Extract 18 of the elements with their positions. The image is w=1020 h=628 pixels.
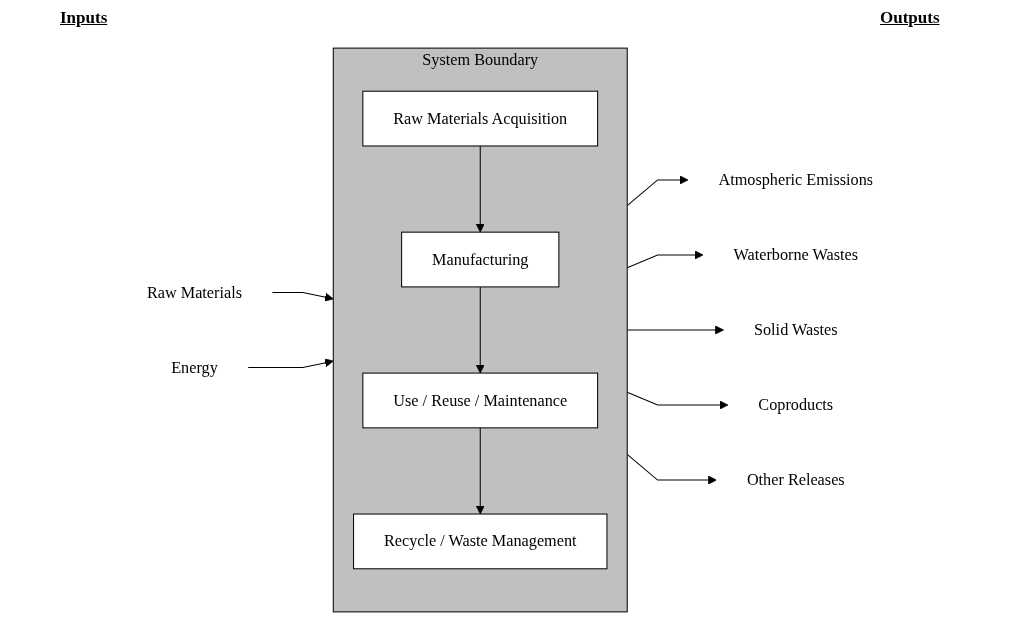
arrow bbox=[247, 358, 334, 369]
node-box: Use / Reuse / Maintenance bbox=[362, 372, 599, 429]
node-text: Coproducts bbox=[758, 395, 834, 414]
arrow bbox=[475, 145, 485, 233]
column-heading: Outputs bbox=[880, 8, 940, 28]
node-text: Other Releases bbox=[746, 470, 845, 489]
arrow bbox=[271, 291, 334, 302]
column-heading: Inputs bbox=[60, 8, 108, 28]
node-text: Atmospheric Emissions bbox=[718, 170, 874, 189]
node-text: Raw Materials bbox=[146, 283, 243, 301]
node-text: Solid Wastes bbox=[753, 320, 838, 339]
arrow bbox=[475, 286, 485, 374]
node-text: Waterborne Wastes bbox=[733, 245, 859, 264]
arrow bbox=[475, 427, 485, 515]
node-text: Energy bbox=[171, 358, 218, 376]
node-box: Raw Materials Acquisition bbox=[362, 90, 599, 147]
node-box: Recycle / Waste Management bbox=[353, 513, 608, 570]
node-box: Manufacturing bbox=[401, 231, 560, 288]
